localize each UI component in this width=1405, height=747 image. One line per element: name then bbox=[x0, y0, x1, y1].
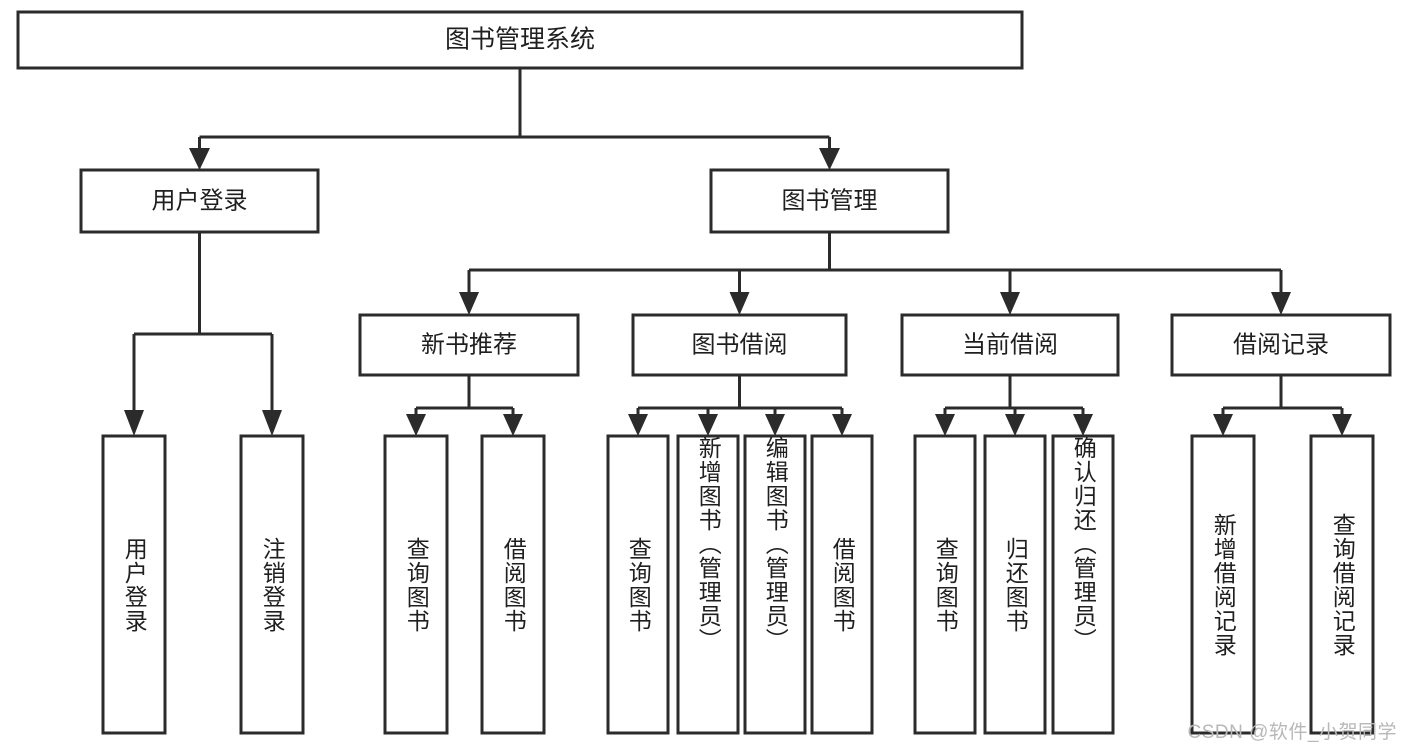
node-box[interactable] bbox=[1170, 313, 1392, 377]
leaf-box-query-book-1[interactable] bbox=[383, 434, 449, 735]
leaf-box-edit-book-admin[interactable] bbox=[743, 434, 807, 735]
node-current-borrowing[interactable]: 当前借阅 bbox=[900, 313, 1120, 377]
node-label: 图书管理 bbox=[782, 187, 878, 214]
node-box[interactable] bbox=[358, 313, 580, 377]
arrow-head-icon bbox=[729, 292, 750, 315]
leaf-box-return-book[interactable] bbox=[983, 434, 1047, 735]
connector-layer bbox=[124, 68, 1352, 436]
leaf-box-query-borrow-record[interactable] bbox=[1309, 434, 1375, 735]
leaf-box-borrow-book-1[interactable] bbox=[480, 434, 546, 735]
node-borrowing-record[interactable]: 借阅记录 bbox=[1170, 313, 1392, 377]
node-label: 借阅记录 bbox=[1233, 331, 1329, 358]
arrow-head-icon bbox=[189, 148, 210, 170]
arrow-head-icon bbox=[1332, 414, 1352, 436]
arrow-head-icon bbox=[819, 148, 840, 170]
leaf-box-query-book-2[interactable] bbox=[606, 434, 670, 735]
arrow-head-icon bbox=[628, 414, 648, 436]
node-label: 当前借阅 bbox=[962, 331, 1058, 358]
arrow-head-icon bbox=[124, 410, 144, 436]
node-box[interactable] bbox=[79, 168, 320, 234]
node-label: 图书借阅 bbox=[692, 331, 788, 358]
node-label: 图书管理系统 bbox=[445, 26, 595, 54]
arrow-head-icon bbox=[765, 414, 785, 436]
node-box[interactable] bbox=[16, 10, 1024, 70]
arrow-head-icon bbox=[1005, 414, 1025, 436]
leaf-box-query-book-3[interactable] bbox=[913, 434, 977, 735]
node-label: 新书推荐 bbox=[421, 331, 517, 358]
node-root-book-management-system[interactable]: 图书管理系统 bbox=[16, 10, 1024, 70]
arrow-head-icon bbox=[262, 410, 282, 436]
arrow-head-icon bbox=[832, 414, 852, 436]
arrow-head-icon bbox=[1271, 292, 1291, 315]
arrow-head-icon bbox=[1000, 292, 1020, 315]
node-box[interactable] bbox=[709, 168, 950, 234]
node-box[interactable] bbox=[900, 313, 1120, 377]
node-label: 用户登录 bbox=[152, 187, 248, 214]
leaf-box-add-borrow-record[interactable] bbox=[1190, 434, 1256, 735]
node-book-management[interactable]: 图书管理 bbox=[709, 168, 950, 234]
node-new-book-recommendation[interactable]: 新书推荐 bbox=[358, 313, 580, 377]
arrow-head-icon bbox=[1073, 414, 1093, 436]
arrow-head-icon bbox=[698, 414, 718, 436]
leaf-box-borrow-book-2[interactable] bbox=[810, 434, 874, 735]
watermark-text: CSDN @软件_小贺同学 bbox=[1187, 722, 1397, 743]
node-layer: 图书管理系统 用户登录 图书管理 新书推荐 图书借阅 当前 bbox=[16, 10, 1392, 735]
leaf-box-logout-login[interactable] bbox=[239, 434, 305, 735]
node-box[interactable] bbox=[631, 313, 848, 377]
leaf-box-add-book-admin[interactable] bbox=[676, 434, 740, 735]
arrow-head-icon bbox=[503, 414, 523, 436]
node-user-login[interactable]: 用户登录 bbox=[79, 168, 320, 234]
arrow-head-icon bbox=[935, 414, 955, 436]
leaf-box-user-login[interactable] bbox=[101, 434, 167, 735]
arrow-head-icon bbox=[459, 292, 479, 315]
arrow-head-icon bbox=[406, 414, 426, 436]
leaf-box-confirm-return-admin[interactable] bbox=[1051, 434, 1115, 735]
node-book-borrowing[interactable]: 图书借阅 bbox=[631, 313, 848, 377]
arrow-head-icon bbox=[1213, 414, 1233, 436]
